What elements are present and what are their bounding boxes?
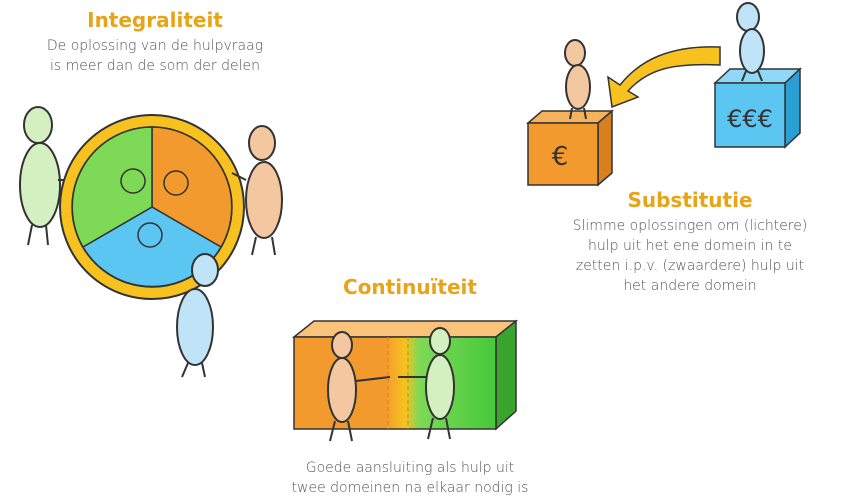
continuiteit-desc-line2: twee domeinen na elkaar nodig is [291, 480, 529, 496]
continuiteit-description: Goede aansluiting als hulp uit twee dome… [275, 458, 545, 498]
big-euro-box [713, 67, 802, 149]
integraliteit-desc-line2: is meer dan de som der delen [50, 58, 260, 74]
continuiteit-title-block: Continuïteit [300, 275, 520, 299]
peach-figure-icon [231, 125, 283, 256]
substitution-illustration: € €€€ [525, 2, 802, 187]
continuiteit-desc-line1: Goede aansluiting als hulp uit [305, 460, 515, 476]
small-box-label: € [552, 142, 569, 172]
small-euro-box [525, 109, 615, 187]
substitutie-desc-line4: het andere domein [623, 278, 757, 294]
substitutie-desc-line1: Slimme oplossingen om (lichtere) [572, 218, 808, 234]
puzzle-circle-illustration [19, 106, 283, 378]
puzzle-piece-green [71, 126, 153, 249]
curved-arrow-icon [607, 46, 721, 109]
integraliteit-title: Integraliteit [87, 8, 223, 32]
substitutie-desc-line3: zetten i.p.v. (zwaardere) hulp uit [575, 258, 805, 274]
integraliteit-desc-line1: De oplossing van de hulpvraag [46, 38, 264, 54]
integraliteit-text-block: Integraliteit De oplossing van de hulpvr… [20, 8, 290, 76]
continuiteit-text-block: Goede aansluiting als hulp uit twee dome… [275, 458, 545, 498]
substitutie-desc-line2: hulp uit het ene domein in te [588, 238, 792, 254]
blue-figure-icon [176, 253, 219, 378]
puzzle-piece-orange [151, 126, 233, 249]
peach-figure-small-box-icon [564, 39, 591, 120]
blue-figure-big-box-icon [736, 2, 765, 82]
green-figure-icon [19, 106, 75, 246]
peach-figure-continuity-icon [327, 331, 391, 442]
substitutie-title: Substitutie [627, 188, 753, 212]
continuity-block-illustration [291, 319, 519, 442]
green-figure-continuity-icon [398, 327, 455, 440]
substitutie-text-block: Substitutie Slimme oplossingen om (licht… [555, 188, 825, 296]
integraliteit-description: De oplossing van de hulpvraag is meer da… [20, 36, 290, 76]
continuiteit-title: Continuïteit [343, 275, 477, 299]
substitutie-description: Slimme oplossingen om (lichtere) hulp ui… [555, 216, 825, 296]
big-box-label: €€€ [727, 105, 773, 133]
